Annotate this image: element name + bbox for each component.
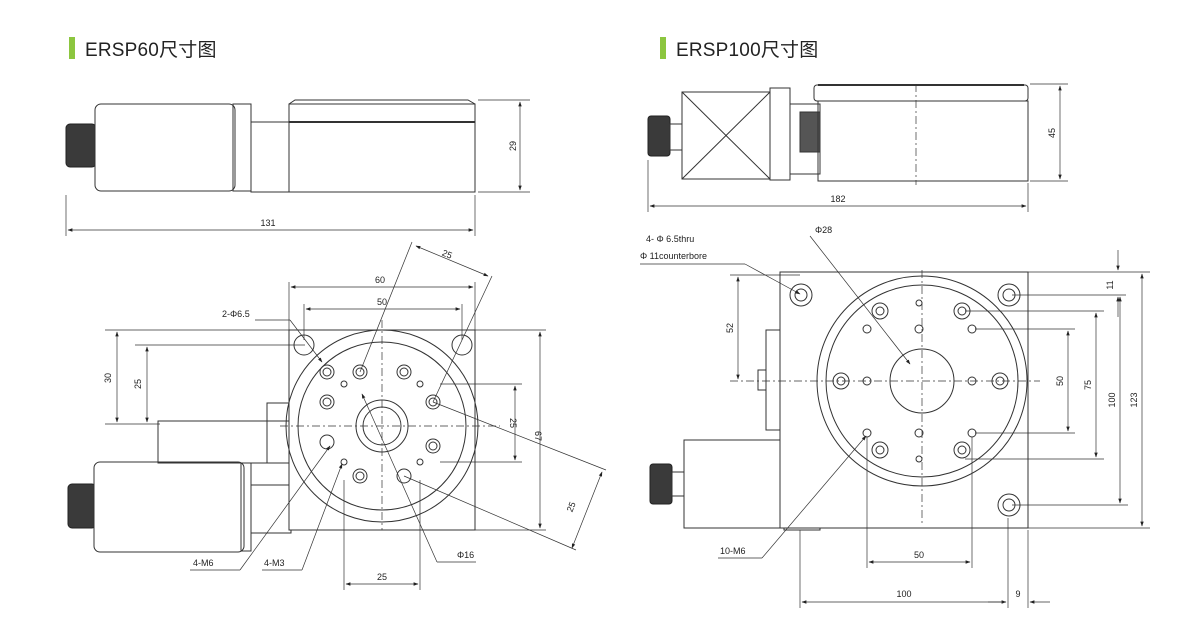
ersp60-top-dims [105, 241, 607, 590]
ersp100-counterbore-label: Φ 11counterbore [640, 251, 707, 261]
ersp60-height-29: 29 [508, 141, 518, 151]
ersp60-diag-25-top: 25 [441, 248, 454, 261]
ersp100-dim-100-h: 100 [896, 589, 911, 599]
heading-accent-bar [69, 37, 75, 59]
ersp60-m3-label: 4-M3 [264, 558, 285, 568]
ersp60-width-50: 50 [377, 297, 387, 307]
ersp60-dim-67: 67 [533, 431, 543, 441]
ersp100-dim-123: 123 [1129, 392, 1139, 407]
ersp60-m6-label: 4-M6 [193, 558, 214, 568]
ersp100-thru-label: 4- Φ 6.5thru [646, 234, 694, 244]
ersp60-phi16-label: Φ16 [457, 550, 474, 560]
ersp60-heading: ERSP60尺寸图 [69, 36, 217, 61]
ersp60-width-60: 60 [375, 275, 385, 285]
ersp100-dim-50-v: 50 [1055, 376, 1065, 386]
ersp100-side-dims [647, 83, 1068, 212]
ersp60-bottom-25: 25 [377, 572, 387, 582]
ersp100-dim-100-v: 100 [1107, 392, 1117, 407]
ersp100-length-182: 182 [830, 194, 845, 204]
ersp100-dim-9: 9 [1015, 589, 1020, 599]
ersp60-dim-25-left: 25 [133, 379, 143, 389]
ersp60-dim-25-right: 25 [508, 418, 518, 428]
ersp60-top-view [67, 329, 479, 553]
ersp100-m6-label: 10-M6 [720, 546, 746, 556]
heading-accent-bar [660, 37, 666, 59]
ersp100-dim-11: 11 [1105, 280, 1115, 289]
ersp60-hole-label: 2-Φ6.5 [222, 309, 250, 319]
ersp100-phi28-label: Φ28 [815, 225, 832, 235]
ersp100-heading: ERSP100尺寸图 [660, 36, 819, 61]
ersp60-length-131: 131 [260, 218, 275, 228]
ersp60-dim-30: 30 [103, 373, 113, 383]
ersp60-title: ERSP60尺寸图 [85, 39, 217, 61]
ersp100-dim-52: 52 [725, 323, 735, 333]
ersp100-side-view [647, 84, 1029, 185]
ersp60-diag-25-right: 25 [565, 500, 578, 513]
ersp60-side-dims [65, 99, 530, 236]
ersp100-dim-50-h: 50 [914, 550, 924, 560]
ersp60-side-view [65, 99, 476, 193]
ersp100-title: ERSP100尺寸图 [676, 39, 819, 61]
ersp100-top-dims [640, 235, 1150, 608]
ersp100-height-45: 45 [1047, 128, 1057, 138]
ersp100-dim-75: 75 [1083, 380, 1093, 390]
